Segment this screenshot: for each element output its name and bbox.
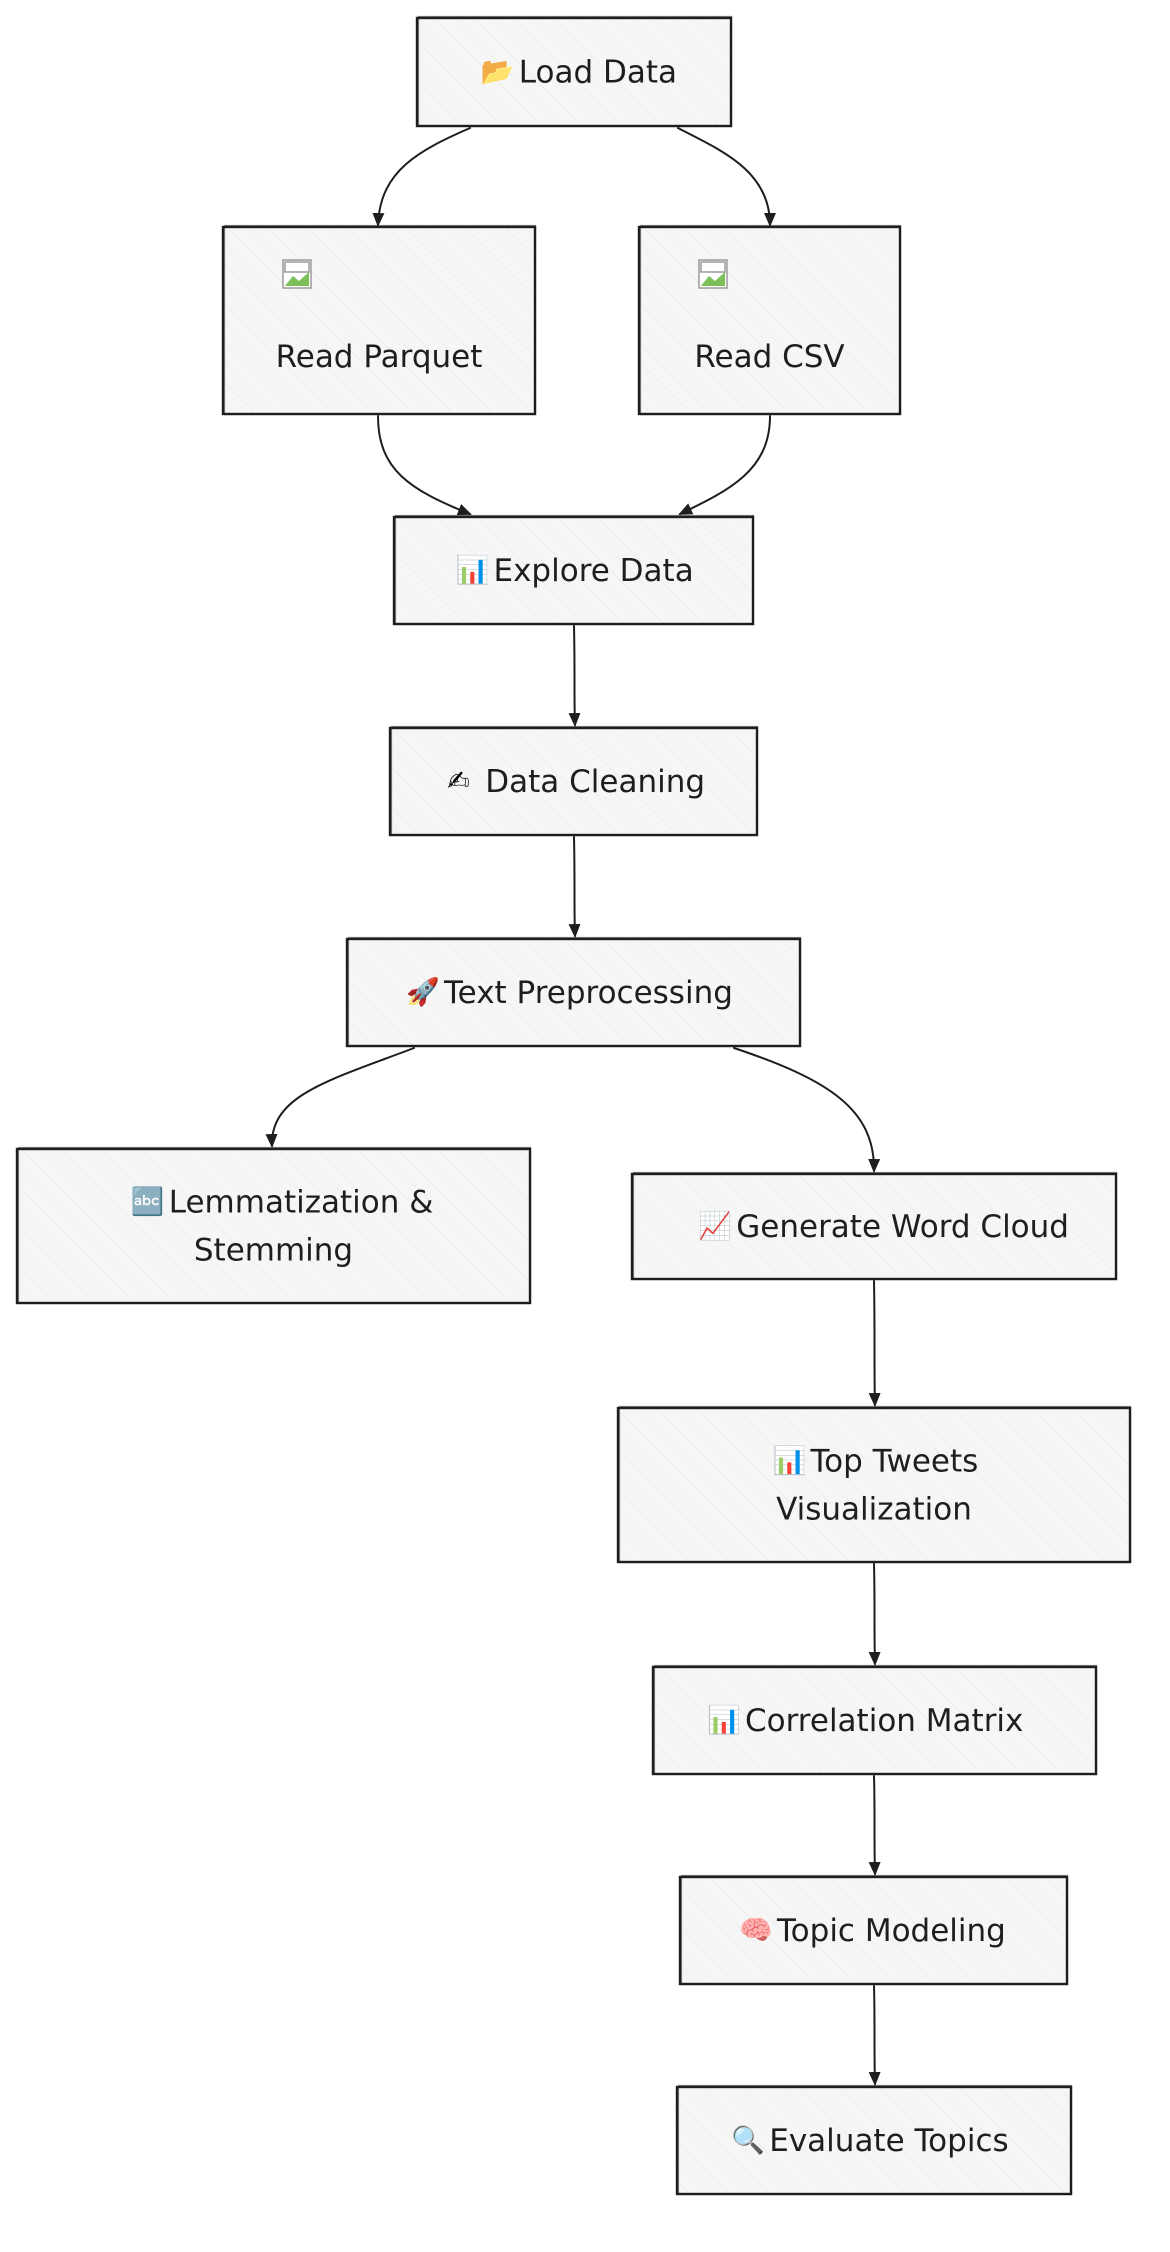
bar-chart-icon: 📊 (456, 554, 490, 586)
edge-read-parquet-to-explore-data (377, 415, 472, 516)
node-hatch (634, 1176, 1114, 1277)
node-sketch-stroke (632, 1171, 1118, 1281)
rocket-icon: 🚀 (406, 976, 440, 1008)
edge-load-data-to-read-parquet (372, 127, 471, 227)
node-sketch-stroke (223, 224, 537, 416)
edge-explore-data-to-data-cleaning (568, 625, 581, 727)
bar-chart-icon: 📊 (707, 1704, 741, 1736)
node-evaluate-topics[interactable]: 🔍Evaluate Topics (675, 2084, 1073, 2196)
folder-icon: 📂 (481, 57, 515, 88)
node-hatch (19, 1151, 528, 1301)
node-sketch-stroke (417, 15, 733, 128)
trending-chart-icon: 📈 (698, 1210, 732, 1242)
edge-top-tweets-visualization-to-correlation-matrix (868, 1563, 881, 1666)
node-hatch (225, 229, 533, 412)
magnifier-icon: 🔍 (731, 2122, 765, 2156)
node-sketch-stroke (639, 224, 902, 416)
node-label: Evaluate Topics (769, 2123, 1008, 2159)
edges-layer (265, 127, 881, 2086)
node-text-preprocessing[interactable]: 🚀Text Preprocessing (345, 936, 802, 1048)
broken-image-icon (282, 259, 312, 289)
node-sketch-stroke (618, 1405, 1132, 1564)
node-hatch (620, 1410, 1128, 1560)
abc-icon: 🔤 (131, 1186, 165, 1218)
node-correlation-matrix[interactable]: 📊Correlation Matrix (651, 1664, 1098, 1776)
writing-hand-icon: ✍ (447, 766, 470, 797)
node-hatch (655, 1669, 1094, 1772)
node-hatch (419, 20, 729, 124)
node-data-cleaning[interactable]: ✍ Data Cleaning (388, 725, 759, 837)
node-label: Read Parquet (276, 339, 483, 375)
node-sketch-stroke (394, 514, 755, 626)
node-explore-data[interactable]: 📊Explore Data (392, 514, 755, 626)
node-label: Visualization (776, 1492, 972, 1528)
node-sketch-stroke (680, 1874, 1069, 1986)
edge-read-csv-to-explore-data (678, 415, 771, 515)
node-label: Explore Data (494, 553, 694, 589)
node-label: Read CSV (694, 339, 844, 375)
node-label: Generate Word Cloud (736, 1209, 1069, 1245)
edge-text-preprocessing-to-generate-word-cloud (733, 1047, 881, 1173)
node-topic-modeling[interactable]: 🧠Topic Modeling (678, 1874, 1069, 1986)
edge-data-cleaning-to-text-preprocessing (568, 836, 581, 938)
node-lemmatization-stemming[interactable]: 🔤Lemmatization & Stemming (15, 1146, 532, 1305)
node-load-data[interactable]: 📂Load Data (415, 15, 733, 128)
edge-correlation-matrix-to-topic-modeling (868, 1775, 881, 1876)
node-sketch-stroke (347, 936, 802, 1048)
node-label: Data Cleaning (485, 764, 705, 800)
node-generate-word-cloud[interactable]: 📈Generate Word Cloud (630, 1171, 1118, 1281)
edge-topic-modeling-to-evaluate-topics (868, 1985, 881, 2086)
node-sketch-stroke (653, 1664, 1098, 1776)
node-label: Topic Modeling (776, 1913, 1006, 1949)
node-read-parquet[interactable]: Read Parquet (221, 224, 537, 416)
broken-image-icon (698, 259, 728, 289)
node-sketch-stroke (17, 1146, 532, 1305)
edge-text-preprocessing-to-lemmatization-stemming (265, 1047, 415, 1148)
node-hatch (396, 519, 751, 622)
node-sketch-stroke (390, 725, 759, 837)
node-hatch (641, 229, 898, 412)
node-label: Stemming (194, 1233, 353, 1269)
node-label: Text Preprocessing (443, 975, 733, 1011)
node-hatch (349, 941, 798, 1044)
edge-load-data-to-read-csv (677, 127, 776, 227)
node-hatch (682, 1879, 1065, 1982)
node-label: Correlation Matrix (745, 1703, 1023, 1739)
node-label: Load Data (519, 55, 677, 91)
bar-chart-icon: 📊 (773, 1445, 807, 1477)
node-read-csv[interactable]: Read CSV (637, 224, 902, 416)
node-hatch (392, 730, 755, 833)
brain-icon: 🧠 (739, 1915, 773, 1946)
node-sketch-stroke (677, 2084, 1073, 2196)
node-hatch (679, 2089, 1069, 2192)
node-label: Top Tweets (810, 1444, 979, 1480)
node-label: Lemmatization & (169, 1185, 434, 1221)
edge-generate-word-cloud-to-top-tweets-visualization (868, 1280, 881, 1407)
